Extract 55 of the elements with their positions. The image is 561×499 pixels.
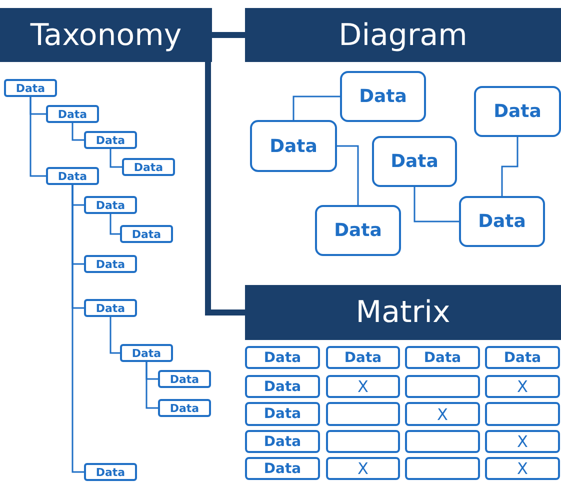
matrix-cell: Data bbox=[245, 375, 320, 398]
matrix-cell: X bbox=[485, 457, 560, 480]
diagram-node: Data bbox=[315, 205, 401, 256]
tree-node: Data bbox=[122, 158, 175, 176]
diagram-node: Data bbox=[459, 196, 545, 247]
matrix-cell: X bbox=[326, 375, 400, 398]
tree-node: Data bbox=[84, 131, 137, 149]
connector-line bbox=[110, 317, 120, 354]
matrix-cell bbox=[405, 430, 480, 453]
matrix-cell: X bbox=[405, 402, 480, 426]
matrix-cell: Data bbox=[245, 402, 320, 426]
tree-node: Data bbox=[4, 79, 57, 97]
matrix-cell: Data bbox=[245, 457, 320, 480]
connector-line bbox=[72, 185, 84, 473]
connector-line bbox=[337, 145, 359, 205]
section-header: Taxonomy bbox=[0, 8, 212, 62]
diagram-node: Data bbox=[372, 136, 457, 187]
diagram-node: Data bbox=[250, 120, 337, 172]
matrix-cell: X bbox=[326, 457, 400, 480]
section-header: Diagram bbox=[245, 8, 561, 62]
diagram-node: Data bbox=[474, 86, 561, 137]
connector-line bbox=[110, 214, 120, 235]
matrix-cell: X bbox=[485, 430, 560, 453]
tree-node: Data bbox=[120, 344, 173, 362]
tree-node: Data bbox=[46, 167, 99, 185]
matrix-cell: Data bbox=[405, 346, 480, 369]
connector-line bbox=[414, 187, 459, 222]
matrix-cell: X bbox=[485, 375, 560, 398]
diagram-node: Data bbox=[340, 71, 426, 122]
tree-node: Data bbox=[84, 299, 137, 317]
connector-line bbox=[205, 62, 245, 316]
matrix-cell: Data bbox=[485, 346, 560, 369]
tree-node: Data bbox=[158, 399, 211, 417]
matrix-cell bbox=[405, 375, 480, 398]
matrix-cell: Data bbox=[245, 346, 320, 369]
connector-line bbox=[501, 137, 518, 196]
tree-node: Data bbox=[120, 225, 173, 243]
tree-node: Data bbox=[84, 463, 137, 481]
matrix-cell bbox=[326, 430, 400, 453]
section-header: Matrix bbox=[245, 285, 561, 340]
matrix-cell: Data bbox=[245, 430, 320, 453]
tree-node: Data bbox=[158, 370, 211, 388]
connector-line bbox=[30, 97, 46, 177]
matrix-cell bbox=[326, 402, 400, 426]
connector-line bbox=[110, 149, 122, 168]
connector-line bbox=[146, 362, 158, 409]
connector-line bbox=[212, 32, 245, 38]
connector-line bbox=[292, 96, 340, 120]
matrix-cell bbox=[405, 457, 480, 480]
connector-line bbox=[72, 123, 84, 141]
tree-node: Data bbox=[46, 105, 99, 123]
tree-node: Data bbox=[84, 196, 137, 214]
matrix-cell: Data bbox=[326, 346, 400, 369]
matrix-cell bbox=[485, 402, 560, 426]
tree-node: Data bbox=[84, 255, 137, 273]
